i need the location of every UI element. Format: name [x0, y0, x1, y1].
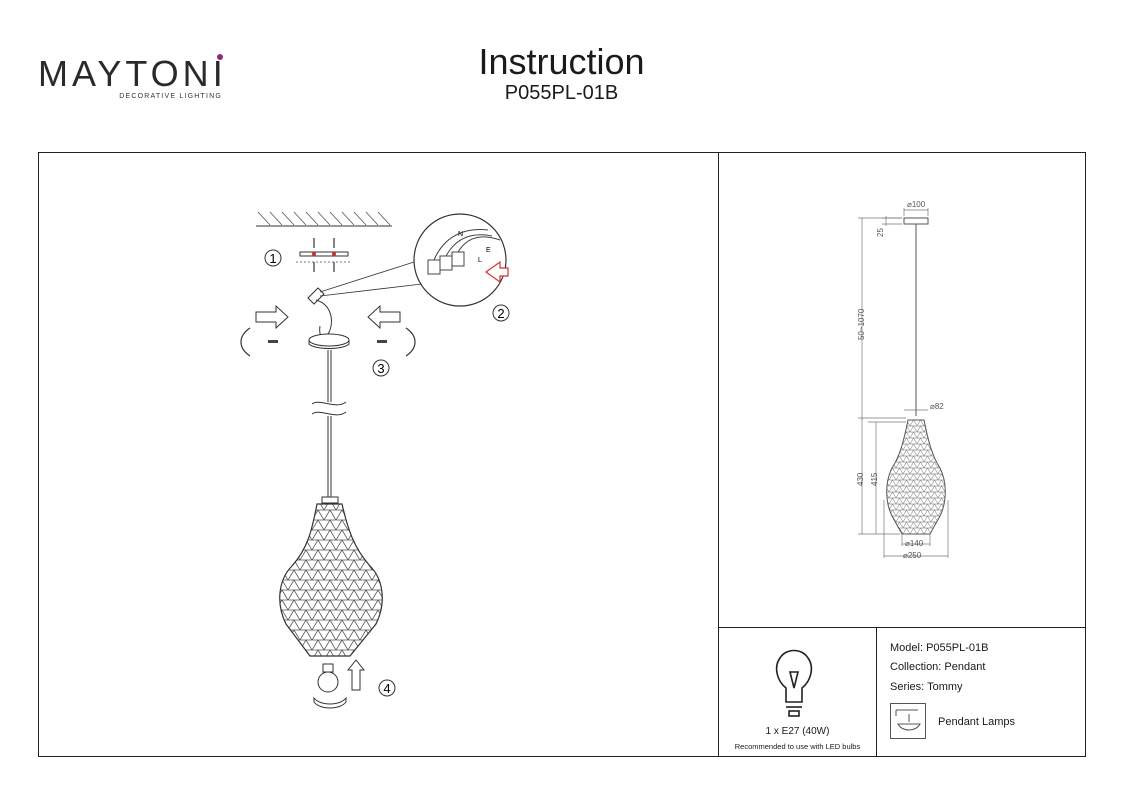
arrow-up-icon [346, 659, 366, 691]
lamp-shade [279, 496, 383, 657]
dim-total-height: 430 [856, 472, 865, 486]
step-1-number: 1 [269, 251, 276, 266]
bulb-install [313, 659, 366, 709]
divider-vertical-secondary [876, 627, 877, 756]
document-code: P055PL-01B [504, 82, 619, 104]
dim-inner-diameter: ⌀140 [905, 539, 924, 548]
brand-name: MAYTONI [38, 53, 227, 94]
instruction-frame [38, 152, 1086, 757]
lamp-type-label: Pendant Lamps [938, 716, 1016, 728]
dim-top-diameter: ⌀82 [930, 402, 944, 411]
canopy [308, 333, 350, 347]
wire-label-live: L [478, 257, 482, 264]
divider-horizontal [718, 627, 1085, 628]
wire-label-earth: E [486, 247, 491, 254]
arrow-left-icon [484, 260, 509, 284]
suspension-cord [311, 350, 347, 498]
wiring-detail: N E L [319, 213, 509, 307]
mounting-bracket [296, 238, 350, 272]
step-3-number: 3 [377, 361, 384, 376]
screw-icon [268, 340, 387, 343]
dim-cord-length: 50~1070 [857, 308, 866, 340]
brand-tagline: DECORATIVE LIGHTING [119, 93, 222, 100]
bulb-note: Recommended to use with LED bulbs [734, 742, 861, 751]
divider-vertical [718, 152, 719, 756]
dim-canopy-diameter: ⌀100 [907, 200, 926, 209]
arrow-left-icon [367, 304, 401, 330]
step-3-badge [372, 359, 390, 377]
arrow-right-icon [255, 304, 289, 330]
step-4-badge [378, 679, 396, 697]
brand-logo: MAYTONI DECORATIVE LIGHTING [38, 53, 228, 100]
ceiling [256, 211, 392, 227]
screw-icon [313, 238, 335, 272]
bulb-icon [775, 649, 813, 717]
shade-outline [886, 419, 946, 535]
document-title: Instruction [478, 41, 645, 82]
canopy-outline [903, 217, 929, 225]
spec-model: Model: P055PL-01B [890, 642, 989, 654]
step-2-badge [492, 304, 510, 322]
bulb-spec: 1 x E27 (40W) [765, 726, 830, 737]
brand-accent-dot [216, 54, 223, 60]
rotate-icon [240, 327, 251, 357]
step-1-badge [264, 249, 282, 267]
dimension-drawing: ⌀100 25 50~1070 ⌀82 430 415 ⌀140 ⌀250 [856, 200, 949, 560]
step-4-number: 4 [383, 681, 390, 696]
dim-canopy-height: 25 [876, 228, 885, 237]
pendant-lamp-icon [895, 709, 921, 731]
rotate-icon [405, 327, 416, 357]
bulb-icon [317, 671, 339, 693]
spec-collection: Collection: Pendant [890, 661, 986, 673]
dim-shade-height: 415 [870, 472, 879, 486]
wire-label-neutral: N [458, 231, 463, 238]
step-2-number: 2 [497, 306, 504, 321]
spec-series: Series: Tommy [890, 681, 963, 693]
lamp-type-icon-frame [890, 703, 926, 739]
dim-outer-diameter: ⌀250 [903, 551, 922, 560]
